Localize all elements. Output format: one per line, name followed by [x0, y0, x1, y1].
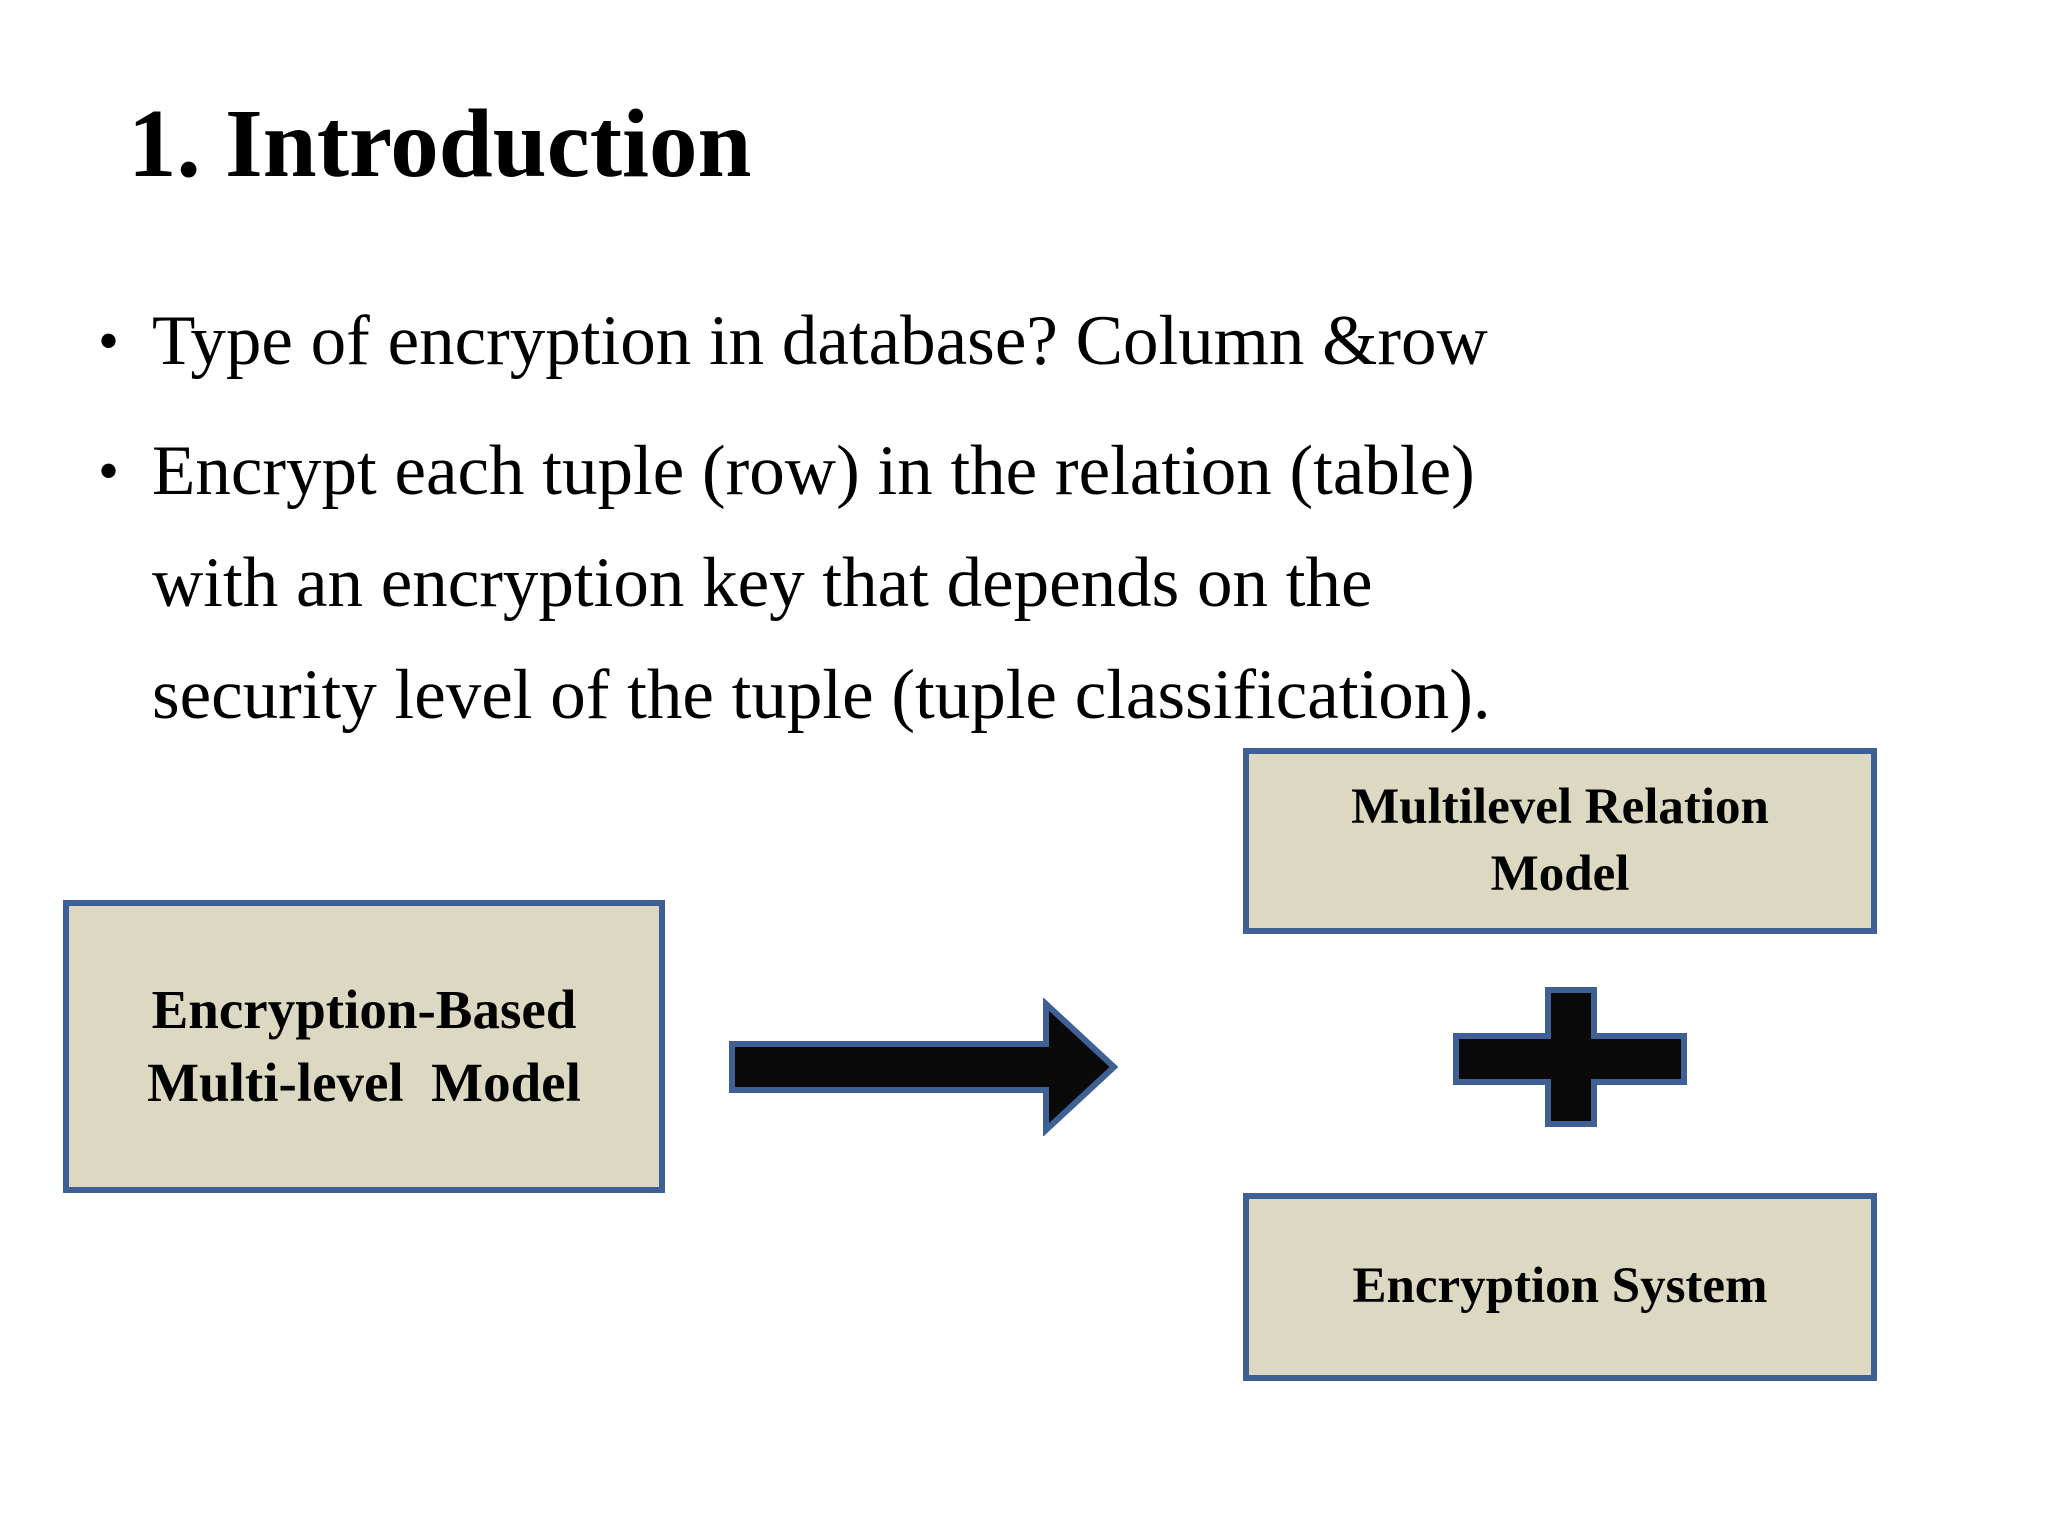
bullet-text: Encrypt each tuple (row) in the relation… [152, 415, 1491, 751]
plus-icon [1453, 987, 1687, 1127]
box-label: Multilevel Relation Model [1351, 778, 1769, 902]
page-title: 1. Introduction [128, 90, 752, 197]
multilevel-relation-model-box: Multilevel Relation Model [1243, 748, 1877, 934]
bullet-line: with an encryption key that depends on t… [152, 544, 1373, 622]
bullet-list: • Type of encryption in database? Column… [98, 285, 1878, 769]
encryption-based-multi-level-model-box: Encryption-Based Multi-level Model [63, 900, 665, 1193]
bullet-text: Type of encryption in database? Column &… [152, 285, 1488, 397]
box-label: Encryption-Based Multi-level Model [147, 978, 581, 1113]
bullet-item: • Encrypt each tuple (row) in the relati… [98, 415, 1878, 751]
box-label: Encryption System [1352, 1258, 1768, 1315]
bullet-item: • Type of encryption in database? Column… [98, 285, 1878, 397]
bullet-line: Encrypt each tuple (row) in the relation… [152, 432, 1475, 510]
bullet-marker-icon: • [98, 308, 120, 374]
encryption-system-box: Encryption System [1243, 1193, 1877, 1381]
bullet-marker-icon: • [98, 438, 120, 504]
bullet-line: Type of encryption in database? Column &… [152, 302, 1488, 380]
right-arrow-icon [729, 998, 1118, 1136]
bullet-line: security level of the tuple (tuple class… [152, 656, 1491, 734]
